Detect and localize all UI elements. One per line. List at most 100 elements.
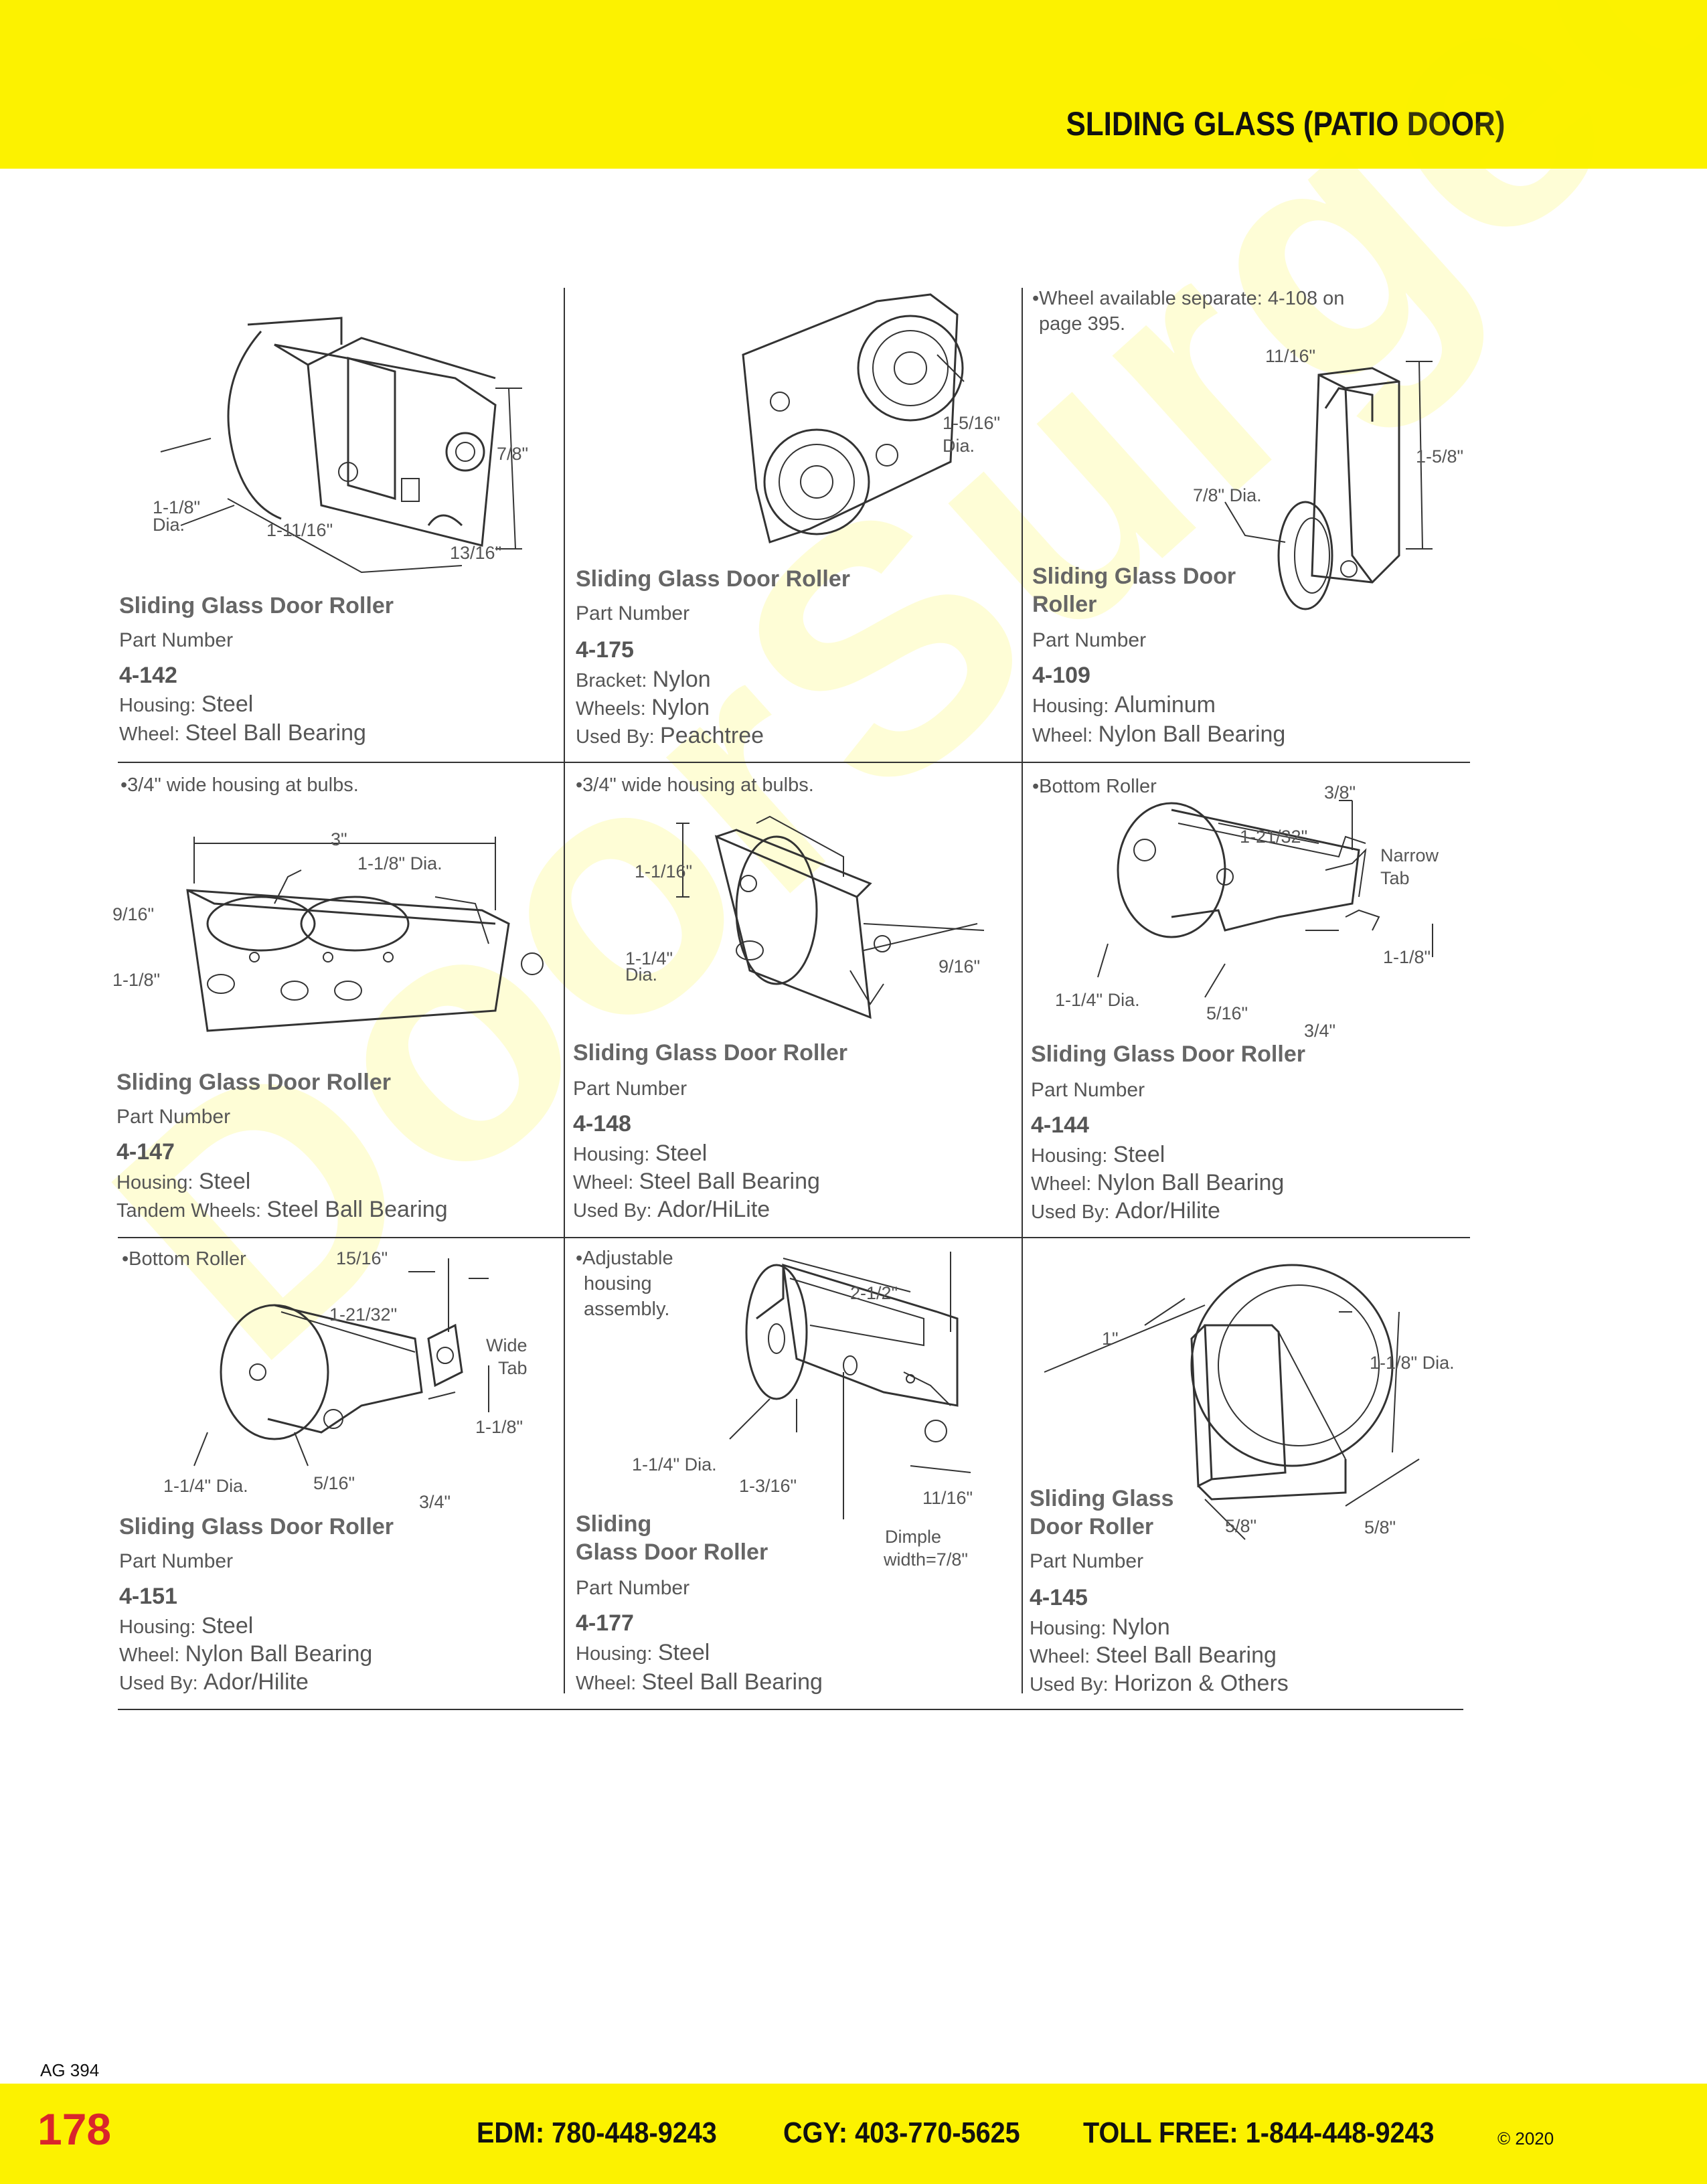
product-title: Sliding Glass: [1030, 1486, 1174, 1511]
dim-label: Dia.: [943, 436, 975, 456]
spec-key: Wheel:: [119, 1645, 180, 1666]
dim-label: 3/4": [419, 1492, 451, 1512]
dim-label: Dia.: [625, 964, 658, 985]
spec-value: Ador/HiLite: [657, 1197, 770, 1222]
dim-label: 9/16": [112, 904, 155, 924]
spec-value: Nylon: [1111, 1614, 1170, 1640]
dim-label: 1-1/8": [153, 497, 201, 517]
part-number: 4-145: [1030, 1585, 1088, 1610]
dim-label: 7/8": [497, 444, 529, 464]
part-number: 4-151: [119, 1584, 177, 1609]
roller-4-109-drawing: [1224, 361, 1433, 610]
spec-row: Wheel: Steel Ball Bearing: [576, 1668, 823, 1698]
divider-h-1: [118, 762, 1470, 763]
spec-value: Ador/Hilite: [1115, 1198, 1220, 1224]
page-title: SLIDING GLASS (PATIO DOOR): [1066, 105, 1505, 143]
dim-label: 1-21/32": [1240, 827, 1308, 847]
dim-label: 11/16": [922, 1488, 973, 1508]
dim-label: 1-1/8" Dia.: [357, 853, 442, 873]
part-number: 4-109: [1032, 663, 1090, 688]
spec-row: Wheel: Steel Ball Bearing: [119, 719, 366, 749]
spec-key: Wheel:: [1032, 725, 1093, 746]
product-note: page 395.: [1039, 313, 1126, 335]
spec-key: Wheel:: [1030, 1646, 1090, 1667]
spec-row: Wheel: Steel Ball Bearing: [573, 1167, 820, 1197]
dim-label: 1-5/16": [943, 413, 1001, 433]
spec-row: Housing: Steel: [576, 1639, 710, 1669]
roller-4-142-drawing: [160, 317, 522, 574]
product-title: Sliding Glass Door Roller: [116, 1070, 391, 1095]
spec-key: Housing:: [116, 1172, 193, 1193]
roller-4-148-drawing: [676, 815, 985, 1019]
part-number: 4-148: [573, 1111, 631, 1137]
header-bar: SLIDING GLASS (PATIO DOOR): [0, 0, 1707, 169]
product-note: •3/4" wide housing at bulbs.: [576, 774, 814, 796]
spec-key: Housing:: [1030, 1618, 1107, 1639]
dim-label: 2-1/2": [850, 1283, 898, 1303]
spec-row: Wheel: Nylon Ball Bearing: [1031, 1169, 1284, 1199]
spec-row: Wheels: Nylon: [576, 693, 710, 724]
roller-4-175-drawing: [742, 293, 965, 543]
product-title: Roller: [1032, 592, 1097, 617]
dim-label: 5/8": [1364, 1517, 1396, 1537]
dim-label: 5/16": [313, 1473, 355, 1493]
product-title: Sliding Glass Door Roller: [573, 1040, 847, 1066]
dim-label: 13/16": [450, 543, 502, 563]
dim-label: 7/8" Dia.: [1193, 485, 1262, 505]
spec-value: Nylon: [651, 695, 710, 720]
part-number-label: Part Number: [576, 602, 690, 624]
spec-key: Housing:: [1032, 695, 1109, 717]
dim-label: 1-21/32": [329, 1305, 398, 1325]
spec-row: Wheel: Steel Ball Bearing: [1030, 1641, 1277, 1671]
dim-label: 1-1/16": [635, 861, 693, 881]
part-number-label: Part Number: [576, 1577, 690, 1599]
divider-h-2: [118, 1237, 1470, 1238]
divider-v-2: [1022, 288, 1023, 1693]
dim-label: 1-3/16": [739, 1476, 797, 1496]
product-title: Sliding Glass Door: [1032, 564, 1236, 589]
dim-label: 9/16": [939, 956, 981, 977]
toll-free-phone: TOLL FREE: 1-844-448-9243: [1083, 2116, 1435, 2149]
product-title: Sliding Glass Door Roller: [119, 593, 394, 618]
spec-row: Bracket: Nylon: [576, 665, 711, 695]
spec-key: Housing:: [119, 695, 196, 716]
dim-label: 1-1/8" Dia.: [1370, 1353, 1455, 1373]
spec-value: Nylon Ball Bearing: [1096, 1170, 1285, 1195]
product-note: assembly.: [584, 1298, 670, 1320]
spec-key: Used By:: [1030, 1674, 1109, 1695]
spec-key: Tandem Wheels:: [116, 1200, 261, 1222]
spec-row: Housing: Aluminum: [1032, 691, 1216, 721]
product-note: •3/4" wide housing at bulbs.: [120, 774, 359, 796]
spec-key: Wheel:: [1031, 1173, 1092, 1195]
dim-label: 3/8": [1324, 782, 1356, 803]
roller-4-151-drawing: [193, 1258, 489, 1466]
product-note: •Bottom Roller: [1032, 776, 1157, 797]
spec-row: Used By: Ador/Hilite: [1031, 1197, 1220, 1227]
footer-bar: [0, 2084, 1707, 2184]
part-number-label: Part Number: [1030, 1550, 1144, 1572]
spec-value: Ador/Hilite: [204, 1669, 309, 1695]
dim-label: 3/4": [1304, 1021, 1336, 1041]
spec-value: Steel Ball Bearing: [641, 1669, 823, 1695]
dim-label: 5/8": [1225, 1516, 1257, 1536]
spec-value: Horizon & Others: [1114, 1671, 1289, 1696]
dim-label: 1-1/8": [1383, 947, 1431, 967]
spec-key: Wheel:: [119, 724, 180, 745]
spec-value: Steel: [1113, 1142, 1165, 1167]
spec-row: Used By: Peachtree: [576, 722, 764, 752]
spec-value: Nylon Ball Bearing: [185, 1641, 373, 1667]
spec-key: Used By:: [573, 1200, 652, 1222]
part-number-label: Part Number: [116, 1106, 231, 1128]
dim-label: Narrow: [1380, 845, 1439, 865]
dim-label: 5/16": [1206, 1003, 1248, 1023]
spec-key: Used By:: [1031, 1201, 1110, 1223]
spec-key: Housing:: [1031, 1145, 1108, 1167]
product-title: Sliding: [576, 1511, 652, 1537]
spec-value: Steel Ball Bearing: [185, 720, 366, 746]
spec-value: Steel Ball Bearing: [639, 1169, 820, 1194]
dim-label: 3": [331, 829, 347, 849]
part-number-label: Part Number: [1031, 1079, 1145, 1101]
spec-value: Steel Ball Bearing: [1095, 1643, 1277, 1668]
part-number-label: Part Number: [1032, 629, 1147, 651]
roller-4-145-drawing: [1044, 1264, 1420, 1540]
